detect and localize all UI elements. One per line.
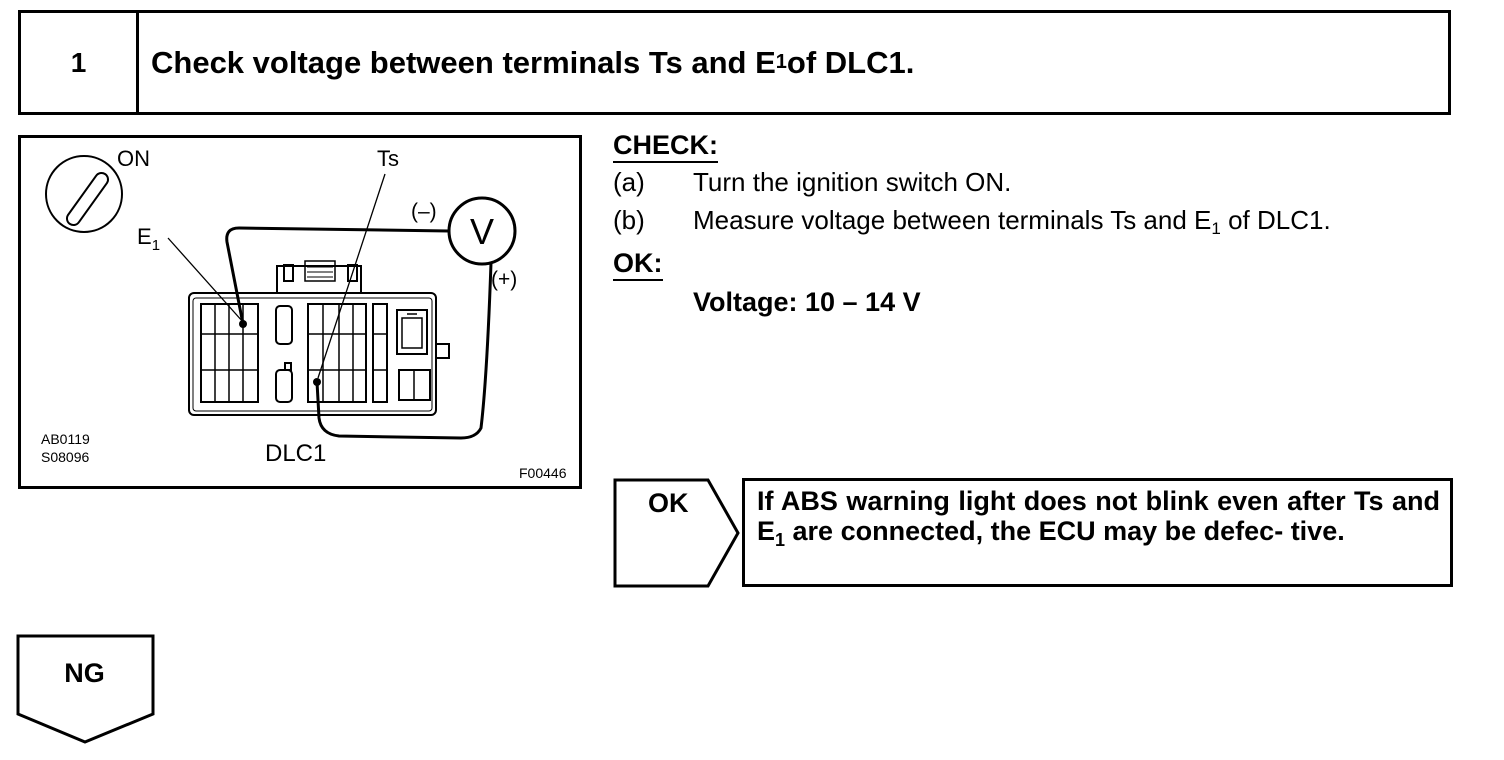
ok-heading: OK:	[613, 248, 663, 281]
step-b-text-end: of DLC1.	[1220, 205, 1331, 235]
step-a: (a) Turn the ignition switch ON.	[613, 163, 1473, 201]
e1-subscript: 1	[152, 237, 160, 254]
step-a-text: Turn the ignition switch ON.	[693, 167, 1012, 197]
dlc1-illustration: ON Ts E1 (–) (+) V	[41, 146, 567, 481]
on-label: ON	[117, 146, 150, 171]
result-subscript: 1	[775, 530, 786, 550]
code-s08096: S08096	[41, 449, 89, 465]
dlc1-connector	[188, 260, 450, 416]
result-text-end: are connected, the ECU may be defec- tiv…	[785, 516, 1345, 546]
ok-result-box: If ABS warning light does not blink even…	[742, 478, 1453, 587]
step-b-label: (b)	[613, 205, 645, 235]
ok-arrow-shape	[613, 478, 740, 588]
result-text-start: If ABS warning light does not blink even…	[757, 486, 1440, 546]
voltmeter-icon: V	[447, 196, 517, 266]
minus-label: (–)	[411, 200, 437, 223]
check-procedure: CHECK: (a) Turn the ignition switch ON. …	[613, 130, 1473, 321]
leader-lines	[167, 173, 386, 379]
ok-label: OK	[648, 488, 689, 518]
ng-arrow-shape	[16, 634, 155, 744]
ts-probe-point	[313, 378, 321, 386]
ts-label: Ts	[377, 146, 399, 171]
step-number: 1	[21, 13, 139, 112]
check-heading: CHECK:	[613, 130, 718, 163]
step-a-label: (a)	[613, 167, 645, 197]
voltage-spec: Voltage: 10 – 14 V	[693, 287, 921, 317]
ignition-key-icon	[45, 155, 123, 233]
code-ab0119: AB0119	[41, 431, 90, 447]
probe-wires	[225, 226, 493, 440]
title-text-end: of DLC1.	[786, 44, 915, 80]
e1-probe-point	[239, 320, 247, 328]
voltmeter-symbol: V	[470, 211, 494, 252]
step-b-text-start: Measure voltage between terminals Ts and…	[693, 205, 1212, 235]
step-b-subscript: 1	[1211, 219, 1221, 238]
ng-label: NG	[64, 658, 105, 688]
title-text: Check voltage between terminals Ts and E	[151, 44, 776, 80]
dlc1-label: DLC1	[265, 440, 326, 467]
code-f00446: F00446	[519, 465, 567, 481]
step-b: (b) Measure voltage between terminals Ts…	[613, 201, 1473, 248]
e1-letter: E	[137, 224, 152, 249]
title-subscript: 1	[775, 51, 787, 73]
step-header: 1 Check voltage between terminals Ts and…	[18, 10, 1451, 115]
plus-label: (+)	[491, 268, 517, 291]
step-b-text: Measure voltage between terminals Ts and…	[693, 201, 1331, 248]
step-title: Check voltage between terminals Ts and E…	[139, 13, 1448, 112]
e1-label: E1	[137, 224, 160, 254]
dlc1-diagram: ON Ts E1 (–) (+) V	[18, 135, 582, 489]
